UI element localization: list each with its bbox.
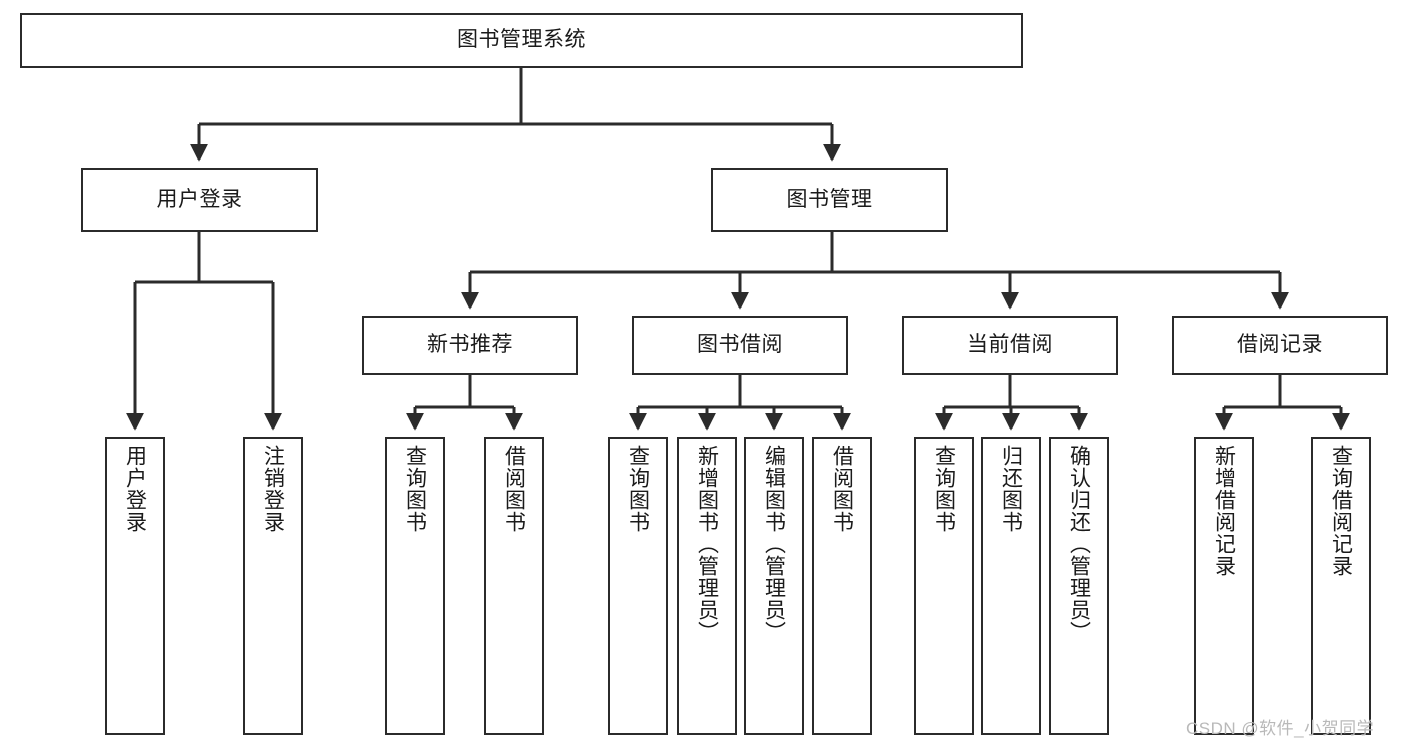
node-label: 新增图书（管理员） — [695, 445, 719, 643]
node-leaf-logout[interactable]: 注销登录 — [243, 437, 303, 735]
node-book-borrow[interactable]: 图书借阅 — [632, 316, 848, 375]
node-label: 查询图书 — [403, 445, 427, 533]
node-leaf-add-book-admin[interactable]: 新增图书（管理员） — [677, 437, 737, 735]
node-leaf-user-login[interactable]: 用户登录 — [105, 437, 165, 735]
node-leaf-borrow-book[interactable]: 借阅图书 — [812, 437, 872, 735]
node-current-borrow[interactable]: 当前借阅 — [902, 316, 1118, 375]
node-leaf-query-book-current[interactable]: 查询图书 — [914, 437, 974, 735]
node-leaf-edit-book-admin[interactable]: 编辑图书（管理员） — [744, 437, 804, 735]
node-leaf-return-book[interactable]: 归还图书 — [981, 437, 1041, 735]
node-leaf-borrow-book-recommend[interactable]: 借阅图书 — [484, 437, 544, 735]
node-label: 查询图书 — [932, 445, 956, 533]
node-borrow-record[interactable]: 借阅记录 — [1172, 316, 1388, 375]
node-label: 编辑图书（管理员） — [762, 445, 786, 643]
node-new-book-recommend[interactable]: 新书推荐 — [362, 316, 578, 375]
node-label: 新书推荐 — [427, 333, 513, 357]
node-book-management[interactable]: 图书管理 — [711, 168, 948, 232]
node-label: 归还图书 — [999, 445, 1023, 533]
node-user-login[interactable]: 用户登录 — [81, 168, 318, 232]
node-leaf-query-book-recommend[interactable]: 查询图书 — [385, 437, 445, 735]
node-leaf-add-borrow-record[interactable]: 新增借阅记录 — [1194, 437, 1254, 735]
node-label: 借阅记录 — [1237, 333, 1323, 357]
node-label: 查询借阅记录 — [1329, 445, 1353, 577]
node-label: 借阅图书 — [830, 445, 854, 533]
node-label: 当前借阅 — [967, 333, 1053, 357]
node-label: 用户登录 — [156, 187, 243, 211]
node-leaf-confirm-return-admin[interactable]: 确认归还（管理员） — [1049, 437, 1109, 735]
node-label: 图书管理系统 — [457, 28, 586, 52]
node-label: 用户登录 — [123, 445, 147, 533]
node-leaf-query-book-borrow[interactable]: 查询图书 — [608, 437, 668, 735]
node-label: 查询图书 — [626, 445, 650, 533]
node-root-book-management-system[interactable]: 图书管理系统 — [20, 13, 1023, 68]
node-leaf-query-borrow-record[interactable]: 查询借阅记录 — [1311, 437, 1371, 735]
node-label: 注销登录 — [261, 445, 285, 533]
node-label: 确认归还（管理员） — [1067, 445, 1091, 643]
node-label: 图书借阅 — [697, 333, 783, 357]
node-label: 图书管理 — [786, 187, 873, 211]
node-label: 借阅图书 — [502, 445, 526, 533]
node-label: 新增借阅记录 — [1212, 445, 1236, 577]
